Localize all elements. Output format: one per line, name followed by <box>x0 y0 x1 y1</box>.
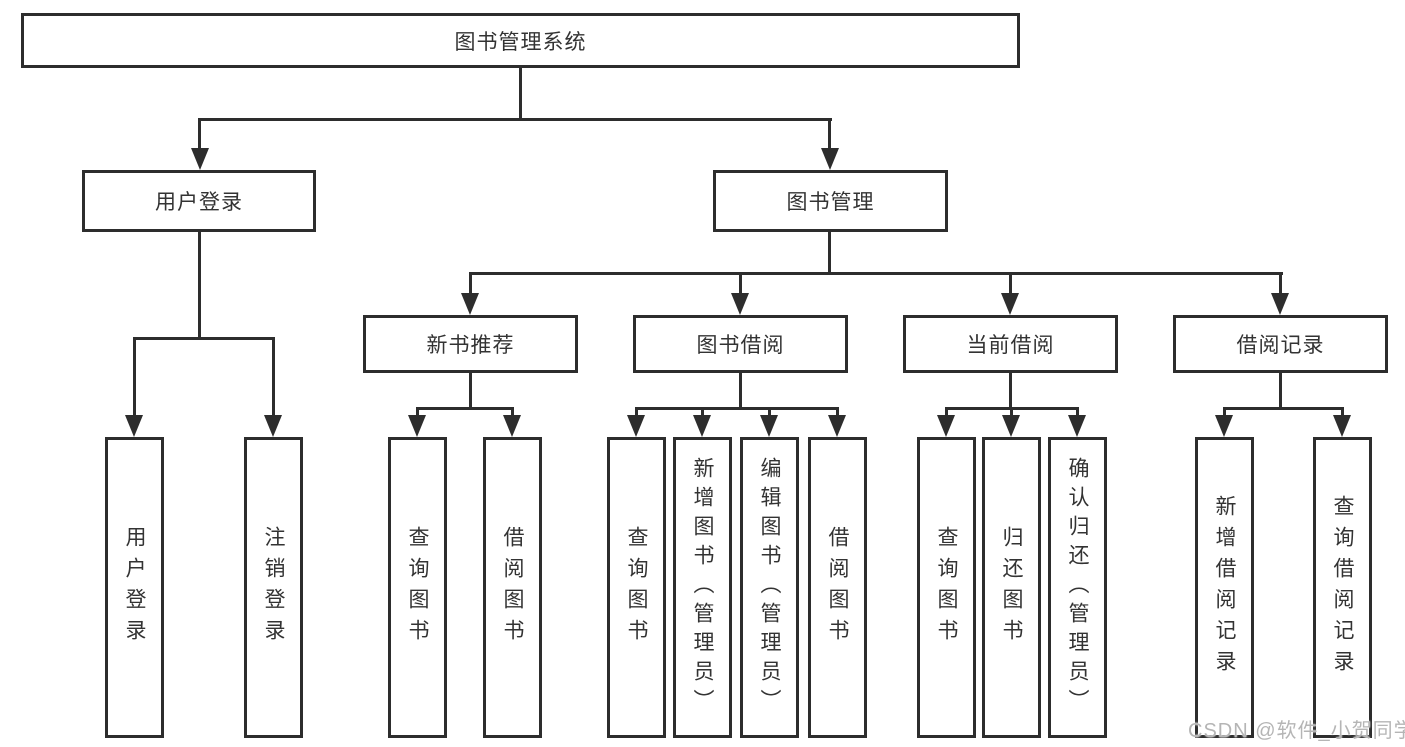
leaf-confirm-return-admin: 确认归还（管理员） <box>1048 437 1107 738</box>
connector-drop-g3-2 <box>701 407 704 417</box>
connector-drop-current <box>1009 272 1012 295</box>
connector-drop-g3-3 <box>768 407 771 417</box>
connector-drop-g4-2 <box>1010 407 1013 417</box>
arrowhead-current <box>1001 293 1019 315</box>
arrowhead-new-books <box>461 293 479 315</box>
connector-drop-g3-1 <box>635 407 638 417</box>
leaf-query-borrow-record-label: 查询借阅记录 <box>1331 494 1354 681</box>
connector-current-stem <box>1009 373 1012 410</box>
arrowhead-g3-3 <box>760 415 778 437</box>
leaf-query-books-current-label: 查询图书 <box>935 525 958 650</box>
leaf-add-books-admin-label: 新增图书（管理员） <box>691 457 714 718</box>
node-book-borrowing: 图书借阅 <box>633 315 848 373</box>
node-borrowing-records-label: 借阅记录 <box>1236 334 1325 357</box>
connector-root-stem <box>519 68 522 120</box>
connector-borrowing-stem <box>739 373 742 410</box>
connector-drop-book-mgmt <box>828 118 831 150</box>
connector-drop-new-books <box>469 272 472 295</box>
leaf-borrow-books-newbooks: 借阅图书 <box>483 437 542 738</box>
leaf-borrow-books-newbooks-label: 借阅图书 <box>501 525 524 650</box>
arrowhead-g3-2 <box>693 415 711 437</box>
leaf-query-books-newbooks-label: 查询图书 <box>406 525 429 650</box>
node-book-management: 图书管理 <box>713 170 948 232</box>
connector-book-mgmt-stem <box>828 232 831 275</box>
node-root-label: 图书管理系统 <box>454 30 587 54</box>
arrowhead-g2-2 <box>503 415 521 437</box>
connector-new-books-stem <box>469 373 472 410</box>
leaf-query-books-borrowing-label: 查询图书 <box>625 525 648 650</box>
connector-drop-g1-1 <box>133 337 136 417</box>
leaf-borrow-books-borrowing-label: 借阅图书 <box>826 525 849 650</box>
leaf-add-borrow-record: 新增借阅记录 <box>1195 437 1254 738</box>
arrowhead-g4-1 <box>937 415 955 437</box>
arrowhead-g5-1 <box>1215 415 1233 437</box>
arrowhead-g5-2 <box>1333 415 1351 437</box>
connector-g1-hline <box>133 337 275 340</box>
arrowhead-g3-1 <box>627 415 645 437</box>
leaf-return-books: 归还图书 <box>982 437 1041 738</box>
arrowhead-g4-2 <box>1002 415 1020 437</box>
connector-drop-g4-1 <box>945 407 948 417</box>
leaf-confirm-return-admin-label: 确认归还（管理员） <box>1066 457 1089 718</box>
connector-root-hline <box>198 118 832 121</box>
node-book-management-label: 图书管理 <box>786 191 875 214</box>
node-current-borrowing: 当前借阅 <box>903 315 1118 373</box>
node-borrowing-records: 借阅记录 <box>1173 315 1388 373</box>
arrowhead-g4-3 <box>1068 415 1086 437</box>
leaf-return-books-label: 归还图书 <box>1000 525 1023 650</box>
node-library-management-system: 图书管理系统 <box>21 13 1020 68</box>
leaf-logout: 注销登录 <box>244 437 303 738</box>
connector-drop-user-login <box>198 118 201 150</box>
arrowhead-borrowing <box>731 293 749 315</box>
leaf-logout-label: 注销登录 <box>262 525 285 650</box>
node-new-book-recommend-label: 新书推荐 <box>426 334 515 357</box>
arrowhead-user-login <box>191 148 209 170</box>
connector-g5-hline <box>1223 407 1344 410</box>
node-user-login: 用户登录 <box>82 170 316 232</box>
connector-drop-g4-3 <box>1076 407 1079 417</box>
leaf-query-borrow-record: 查询借阅记录 <box>1313 437 1372 738</box>
connector-drop-records <box>1279 272 1282 295</box>
leaf-query-books-newbooks: 查询图书 <box>388 437 447 738</box>
connector-g3-hline <box>635 407 839 410</box>
node-user-login-label: 用户登录 <box>155 191 243 214</box>
connector-drop-borrowing <box>739 272 742 295</box>
arrowhead-g3-4 <box>828 415 846 437</box>
connector-level3-hline <box>469 272 1283 275</box>
leaf-add-books-admin: 新增图书（管理员） <box>673 437 732 738</box>
node-current-borrowing-label: 当前借阅 <box>966 334 1055 357</box>
arrowhead-g1-2 <box>264 415 282 437</box>
leaf-user-login-label: 用户登录 <box>123 525 146 650</box>
csdn-watermark: CSDN @软件_小贺同学 <box>1188 720 1405 742</box>
leaf-edit-books-admin: 编辑图书（管理员） <box>740 437 799 738</box>
connector-drop-g2-1 <box>416 407 419 417</box>
leaf-query-books-borrowing: 查询图书 <box>607 437 666 738</box>
connector-user-login-stem <box>198 232 201 340</box>
leaf-borrow-books-borrowing: 借阅图书 <box>808 437 867 738</box>
leaf-add-borrow-record-label: 新增借阅记录 <box>1213 494 1236 681</box>
connector-drop-g5-1 <box>1223 407 1226 417</box>
connector-drop-g3-4 <box>836 407 839 417</box>
arrowhead-g2-1 <box>408 415 426 437</box>
arrowhead-book-mgmt <box>821 148 839 170</box>
node-book-borrowing-label: 图书借阅 <box>696 334 785 357</box>
arrowhead-records <box>1271 293 1289 315</box>
connector-records-stem <box>1279 373 1282 410</box>
leaf-user-login: 用户登录 <box>105 437 164 738</box>
connector-drop-g5-2 <box>1341 407 1344 417</box>
connector-drop-g1-2 <box>272 337 275 417</box>
leaf-query-books-current: 查询图书 <box>917 437 976 738</box>
connector-drop-g2-2 <box>511 407 514 417</box>
leaf-edit-books-admin-label: 编辑图书（管理员） <box>758 457 781 718</box>
arrowhead-g1-1 <box>125 415 143 437</box>
connector-g2-hline <box>416 407 514 410</box>
node-new-book-recommend: 新书推荐 <box>363 315 578 373</box>
